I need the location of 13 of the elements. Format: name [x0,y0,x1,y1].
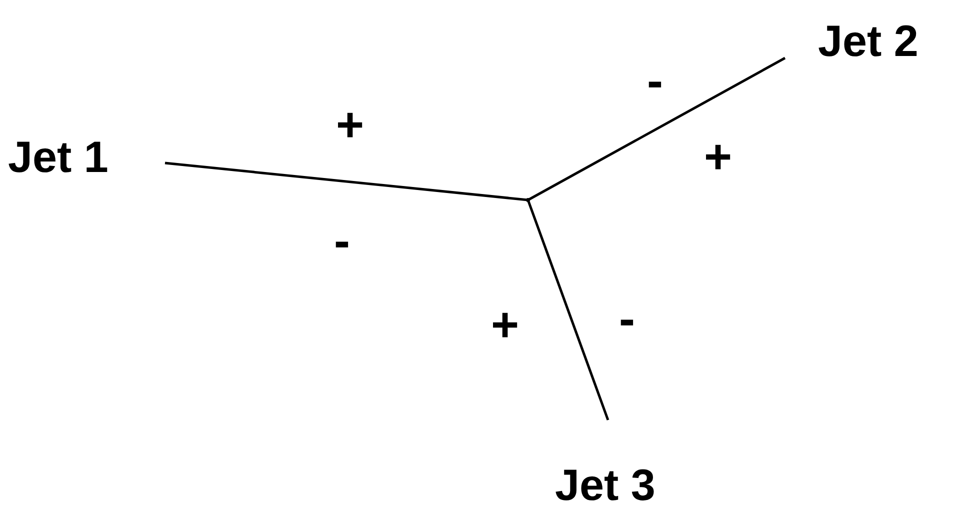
sign-label: - [647,58,663,106]
junction-point [526,198,530,202]
sign-label: + [490,302,520,350]
jet-label: Jet 3 [555,462,656,510]
jet-line [164,162,528,202]
jet-line [527,56,786,202]
sign-label: - [619,296,635,344]
jet-line [526,200,610,420]
sign-label: - [334,218,350,266]
jet-label: Jet 1 [8,134,108,182]
jet-label: Jet 2 [818,18,918,66]
sign-label: + [336,102,364,150]
sign-label: + [704,134,732,182]
